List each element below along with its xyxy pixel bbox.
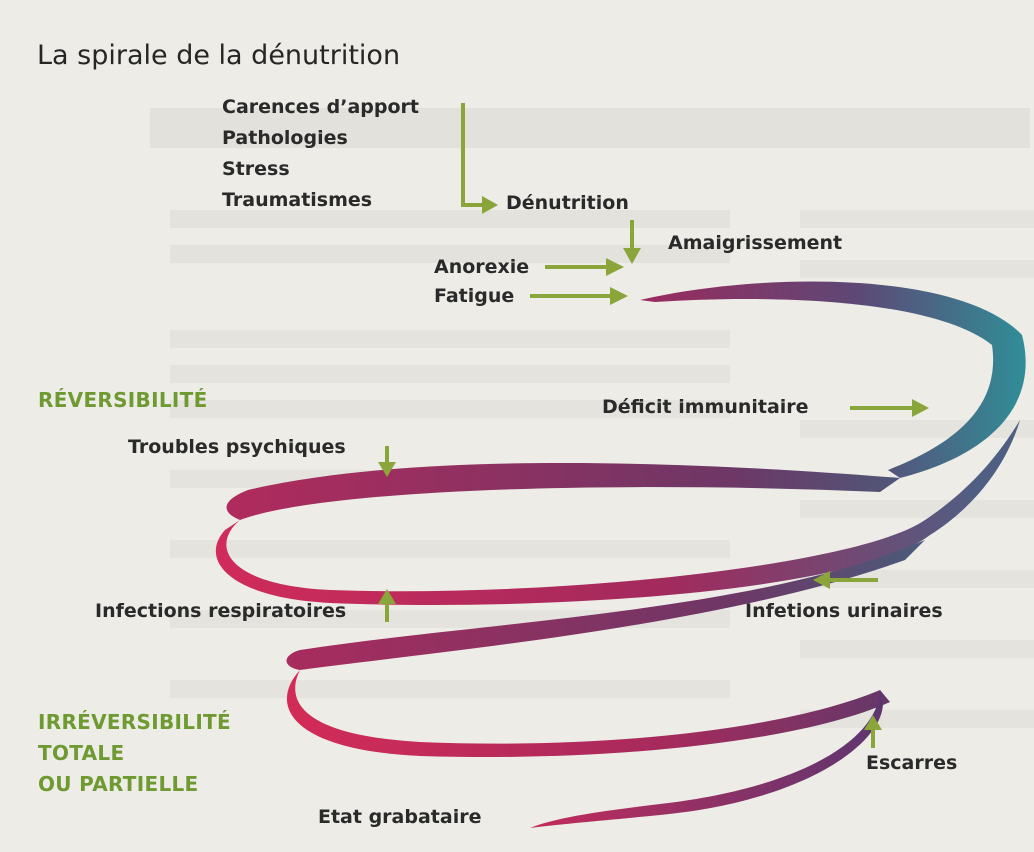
zone-irreversibilite-line3: OU PARTIELLE	[38, 772, 199, 796]
node-troubles-psychiques: Troubles psychiques	[128, 436, 346, 458]
cause-item: Carences d’apport	[222, 96, 419, 118]
zone-irreversibilite-line2: TOTALE	[38, 741, 125, 765]
spiral-band-bottom	[530, 690, 884, 828]
cause-bracket-line	[461, 103, 482, 207]
node-fatigue: Fatigue	[434, 285, 515, 307]
spiral-band-front	[215, 420, 1020, 605]
node-denutrition: Dénutrition	[506, 192, 629, 214]
node-infections-respiratoires: Infections respiratoires	[95, 600, 347, 622]
cause-bracket-arrowhead	[482, 196, 498, 214]
node-anorexie: Anorexie	[434, 256, 530, 278]
node-deficit-immunitaire: Déficit immunitaire	[602, 396, 809, 418]
node-etat-grabataire: Etat grabataire	[318, 806, 482, 828]
zone-irreversibilite-line1: IRRÉVERSIBILITÉ	[38, 710, 231, 734]
spiral-band-low	[286, 670, 890, 758]
node-amaigrissement: Amaigrissement	[668, 232, 843, 254]
spiral-band-top	[640, 281, 1026, 478]
spiral-band-back-2	[286, 540, 925, 670]
diagram-title: La spirale de la dénutrition	[37, 40, 401, 71]
cause-item: Pathologies	[222, 127, 348, 149]
node-infections-urinaires: Infetions urinaires	[745, 600, 943, 622]
node-escarres: Escarres	[866, 752, 958, 774]
spiral-band-back	[226, 463, 900, 520]
cause-item: Stress	[222, 158, 290, 180]
zone-reversibilite: RÉVERSIBILITÉ	[38, 388, 208, 412]
cause-item: Traumatismes	[222, 189, 373, 211]
causes-list: Carences d’apport Pathologies Stress Tra…	[222, 92, 419, 216]
